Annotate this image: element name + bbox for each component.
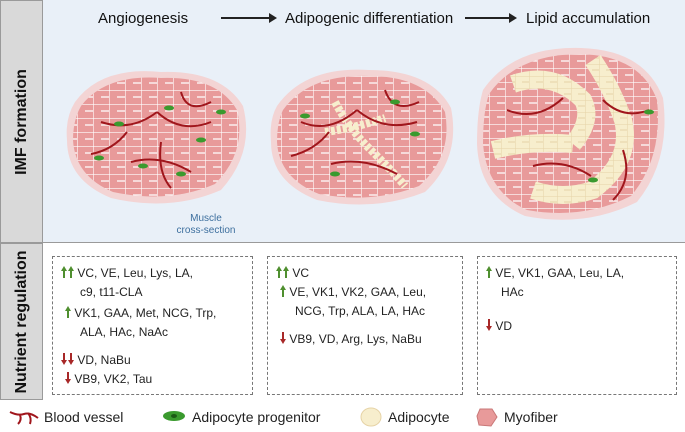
nutrient-box-angiogenesis: VC, VE, Leu, Lys, LA, c9, t11-CLA VK1, G… bbox=[52, 256, 253, 395]
nutrient-regulation-panel: VC, VE, Leu, Lys, LA, c9, t11-CLA VK1, G… bbox=[43, 243, 685, 400]
muscle-caption-line-1: Muscle bbox=[190, 213, 222, 224]
stage-arrow-1 bbox=[221, 13, 277, 23]
nutrient-line: VC bbox=[276, 266, 309, 280]
up-arrow-icon bbox=[283, 266, 289, 278]
nutrient-line: VK1, GAA, Met, NCG, Trp, bbox=[65, 306, 216, 320]
imf-formation-panel: Angiogenesis Adipogenic differentiation … bbox=[43, 0, 685, 243]
legend-myofiber-label: Myofiber bbox=[504, 409, 558, 425]
muscle-cross-section-adipogenic bbox=[270, 69, 454, 205]
muscle-caption-line-2: cross-section bbox=[176, 225, 236, 236]
adipocyte-icon bbox=[360, 407, 382, 427]
up-arrow-icon bbox=[280, 285, 286, 297]
stage-title-adipogenic: Adipogenic differentiation bbox=[285, 10, 454, 27]
nutrient-text: VE, VK1, GAA, Leu, LA, bbox=[495, 266, 625, 280]
nutrient-text: ALA, HAc, NaAc bbox=[80, 325, 169, 339]
nutrient-text: VC, VE, Leu, Lys, LA, bbox=[77, 266, 193, 280]
nutrient-line: VE, VK1, VK2, GAA, Leu, bbox=[280, 285, 426, 299]
down-arrow-icon bbox=[65, 372, 71, 384]
nutrient-text: VB9, VD, Arg, Lys, NaBu bbox=[289, 332, 422, 346]
nutrient-regulation-sidebar: Nutrient regulation bbox=[0, 243, 43, 400]
nutrient-line: VE, VK1, GAA, Leu, LA, bbox=[486, 266, 624, 280]
up-arrow-icon bbox=[65, 306, 71, 318]
nutrient-text: VC bbox=[292, 266, 310, 280]
nutrient-line: VC, VE, Leu, Lys, LA, bbox=[61, 266, 193, 280]
nutrient-text: VD bbox=[495, 319, 513, 333]
muscle-cross-section-lipid bbox=[477, 47, 665, 220]
up-arrow-icon bbox=[61, 266, 67, 278]
nutrient-line: VD bbox=[486, 319, 512, 333]
nutrient-text: VK1, GAA, Met, NCG, Trp, bbox=[74, 306, 217, 320]
legend: Blood vessel Adipocyte progenitor Adipoc… bbox=[0, 400, 685, 432]
nutrient-line: VB9, VK2, Tau bbox=[65, 372, 152, 386]
adipocyte-progenitor-icon bbox=[163, 411, 185, 421]
blood-vessel-icon bbox=[9, 411, 39, 425]
stage-title-lipid: Lipid accumulation bbox=[526, 10, 651, 27]
legend-adipocyte-label: Adipocyte bbox=[388, 409, 450, 425]
stage-title-angiogenesis: Angiogenesis bbox=[98, 10, 189, 27]
up-arrow-icon bbox=[276, 266, 282, 278]
muscle-cross-section-angiogenesis bbox=[66, 71, 247, 204]
nutrient-text: VE, VK1, VK2, GAA, Leu, bbox=[289, 285, 427, 299]
nutrient-line: VD, NaBu bbox=[61, 353, 131, 367]
myofiber-icon bbox=[476, 408, 498, 427]
down-arrow-icon bbox=[486, 319, 492, 331]
nutrient-text: NCG, Trp, ALA, LA, HAc bbox=[295, 304, 426, 318]
imf-formation-sidebar: IMF formation bbox=[0, 0, 43, 243]
nutrient-box-lipid: VE, VK1, GAA, Leu, LA, HAc VD bbox=[477, 256, 677, 395]
nutrient-text: c9, t11-CLA bbox=[80, 285, 143, 299]
up-arrow-icon bbox=[68, 266, 74, 278]
legend-blood-vessel-label: Blood vessel bbox=[44, 409, 124, 425]
nutrient-text: VB9, VK2, Tau bbox=[74, 372, 153, 386]
nutrient-text: HAc bbox=[501, 285, 524, 299]
up-arrow-icon bbox=[486, 266, 492, 278]
nutrient-text: VD, NaBu bbox=[77, 353, 131, 367]
nutrient-line: VB9, VD, Arg, Lys, NaBu bbox=[280, 332, 422, 346]
down-arrow-icon bbox=[68, 353, 74, 365]
nutrient-regulation-label: Nutrient regulation bbox=[12, 249, 30, 394]
stage-arrow-2 bbox=[465, 13, 517, 23]
nutrient-box-adipogenic: VC VE, VK1, VK2, GAA, Leu, NCG, Trp, ALA… bbox=[267, 256, 463, 395]
muscle-caption: Muscle cross-section bbox=[161, 213, 251, 237]
legend-adipocyte-progenitor-label: Adipocyte progenitor bbox=[192, 409, 321, 425]
imf-formation-label: IMF formation bbox=[12, 68, 30, 175]
down-arrow-icon bbox=[280, 332, 286, 344]
down-arrow-icon bbox=[61, 353, 67, 365]
